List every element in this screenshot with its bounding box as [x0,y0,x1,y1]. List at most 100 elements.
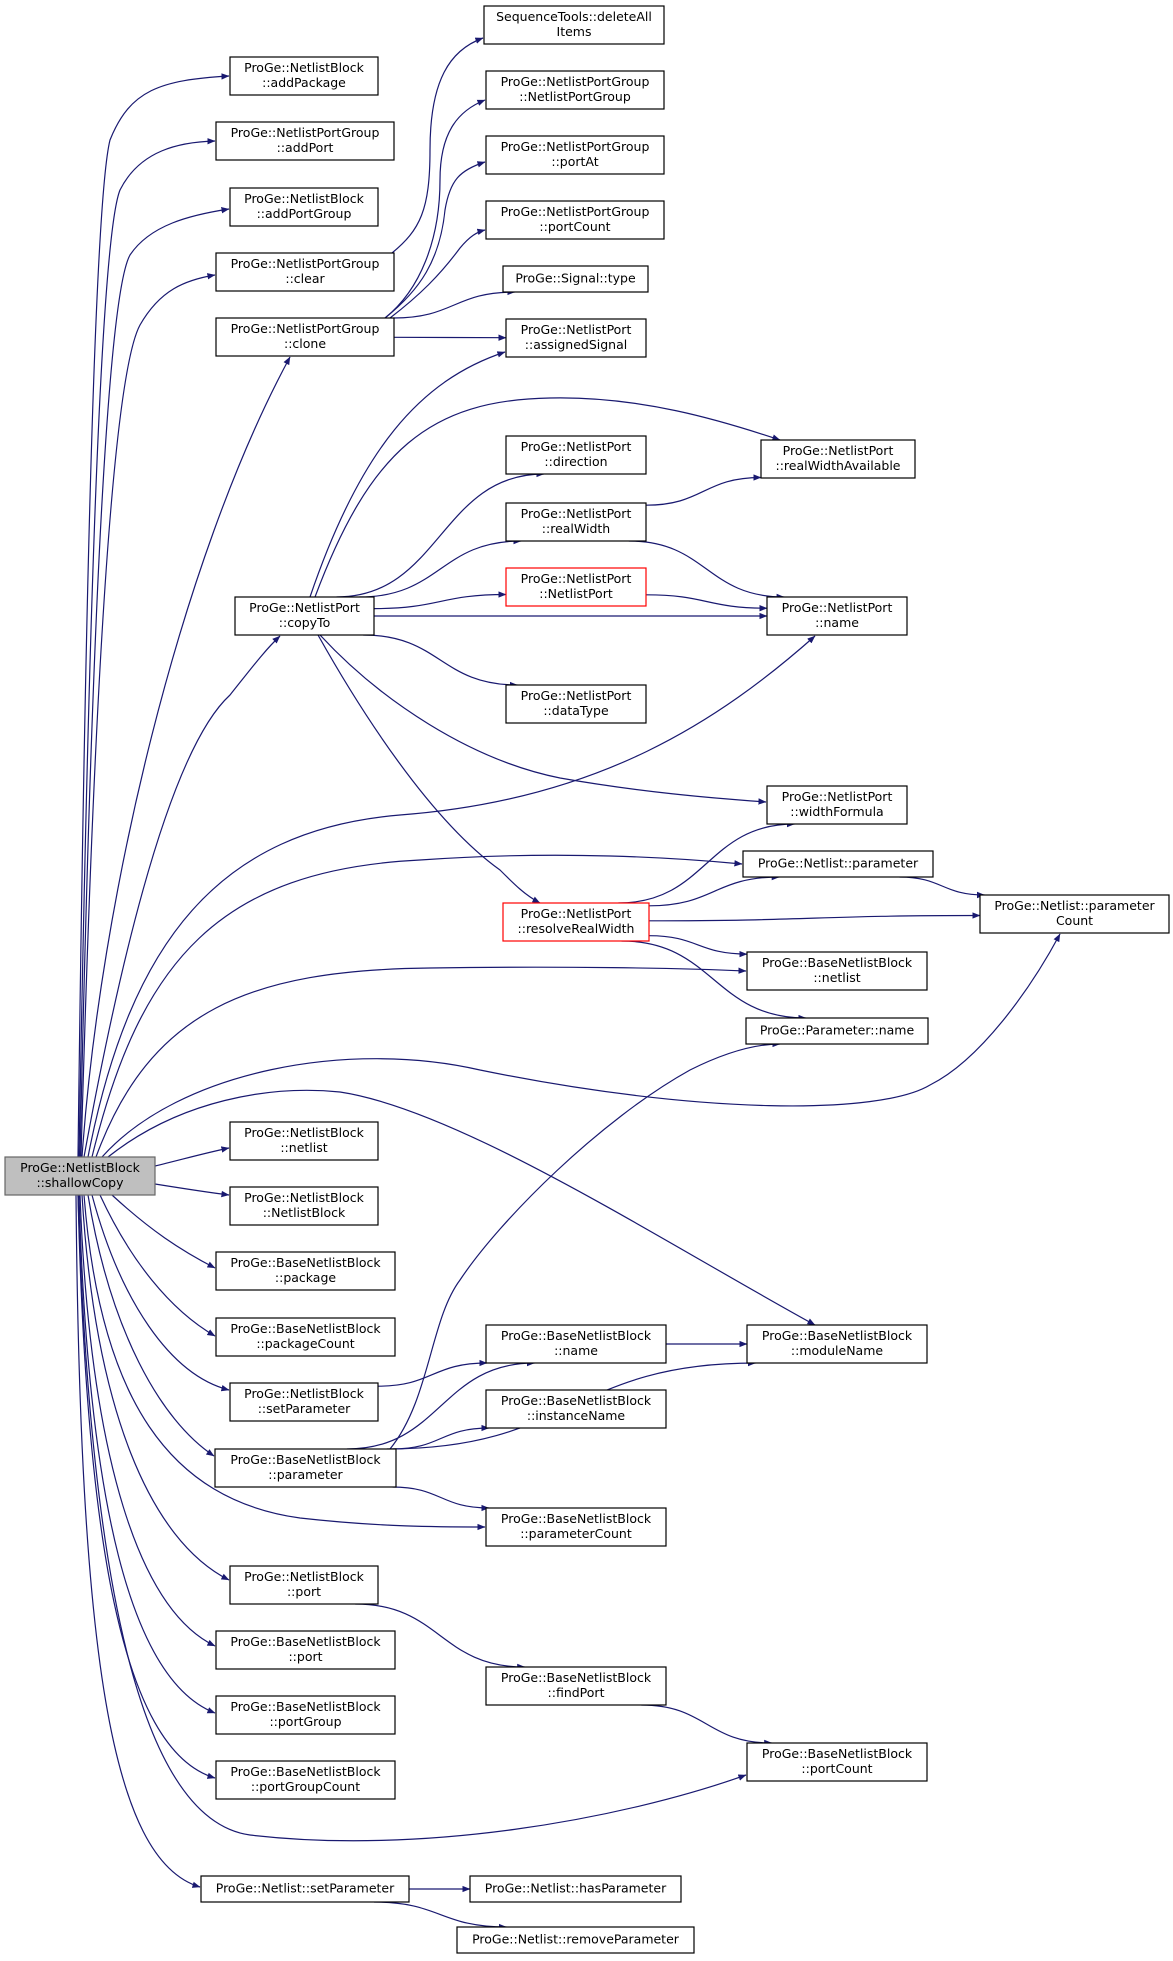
node-npg_clear[interactable]: ProGe::NetlistPortGroup::clear [215,252,395,292]
node-box[interactable] [760,439,916,479]
node-box[interactable] [505,318,647,358]
node-np_ctor[interactable]: ProGe::NetlistPort::NetlistPort [505,567,647,607]
node-box[interactable] [505,502,647,542]
node-nl_removeParameter[interactable]: ProGe::Netlist::removeParameter [456,1926,695,1954]
node-box[interactable] [502,265,649,293]
node-box[interactable] [746,951,928,991]
node-box[interactable] [745,1017,929,1045]
node-box[interactable] [229,187,379,227]
node-box[interactable] [229,56,379,96]
node-npg_portCount[interactable]: ProGe::NetlistPortGroup::portCount [485,200,665,240]
node-nl_hasParameter[interactable]: ProGe::Netlist::hasParameter [469,1875,682,1903]
node-box[interactable] [215,1760,396,1800]
node-label-line: ::dataType [543,703,609,718]
node-box[interactable] [746,1742,928,1782]
node-bnb_findPort[interactable]: ProGe::BaseNetlistBlock::findPort [485,1666,667,1706]
node-box[interactable] [214,1448,397,1488]
node-box[interactable] [229,1382,379,1422]
node-box[interactable] [483,5,665,45]
node-np_name[interactable]: ProGe::NetlistPort::name [766,596,908,636]
node-box[interactable] [215,317,395,357]
node-box[interactable] [485,1389,667,1429]
node-box[interactable] [215,1317,396,1357]
node-box[interactable] [234,596,375,636]
node-box[interactable] [469,1875,682,1903]
node-nl_setParameter[interactable]: ProGe::Netlist::setParameter [200,1875,410,1903]
node-box[interactable] [215,1630,396,1670]
node-label-line: ProGe::BaseNetlistBlock [501,1393,652,1408]
node-bnb_packageCount[interactable]: ProGe::BaseNetlistBlock::packageCount [215,1317,396,1357]
node-label-line: ProGe::BaseNetlistBlock [230,1321,381,1336]
edge-np_copyTo-to-np_resolveRealWidth [317,634,541,904]
node-bnb_portGroupCount[interactable]: ProGe::BaseNetlistBlock::portGroupCount [215,1760,396,1800]
node-bnb_portGroup[interactable]: ProGe::BaseNetlistBlock::portGroup [215,1695,396,1735]
node-np_dataType[interactable]: ProGe::NetlistPort::dataType [505,684,647,724]
node-nb_addPortGroup[interactable]: ProGe::NetlistBlock::addPortGroup [229,187,379,227]
node-bnb_moduleName[interactable]: ProGe::BaseNetlistBlock::moduleName [746,1324,928,1364]
node-box[interactable] [485,1507,667,1547]
node-label-line: ProGe::BaseNetlistBlock [501,1670,652,1685]
node-label-line: ::name [554,1343,598,1358]
node-np_widthFormula[interactable]: ProGe::NetlistPort::widthFormula [766,785,908,825]
node-label-line: ProGe::NetlistPortGroup [501,74,650,89]
node-box[interactable] [742,850,934,878]
node-box[interactable] [485,200,665,240]
node-np_direction[interactable]: ProGe::NetlistPort::direction [505,435,647,475]
node-box[interactable] [215,1695,396,1735]
node-bnb_parameterCount[interactable]: ProGe::BaseNetlistBlock::parameterCount [485,1507,667,1547]
node-nb_setParameter[interactable]: ProGe::NetlistBlock::setParameter [229,1382,379,1422]
node-nl_parameterCount[interactable]: ProGe::Netlist::parameterCount [979,894,1170,934]
node-box[interactable] [766,596,908,636]
node-label-line: ProGe::NetlistPortGroup [501,204,650,219]
node-label-line: ::addPackage [262,75,346,90]
node-label-line: ProGe::BaseNetlistBlock [230,1764,381,1779]
node-box[interactable] [215,1251,396,1291]
node-box[interactable] [505,567,647,607]
node-bnb_name[interactable]: ProGe::BaseNetlistBlock::name [485,1324,667,1364]
node-box[interactable] [229,1565,379,1605]
edge-nl_setParameter-to-nl_removeParameter [373,1901,507,1931]
node-bnb_port[interactable]: ProGe::BaseNetlistBlock::port [215,1630,396,1670]
node-box[interactable] [200,1875,410,1903]
node-np_assignedSignal[interactable]: ProGe::NetlistPort::assignedSignal [505,318,647,358]
node-box[interactable] [505,435,647,475]
node-nb_addPackage[interactable]: ProGe::NetlistBlock::addPackage [229,56,379,96]
node-box[interactable] [229,1186,379,1226]
node-box[interactable] [505,684,647,724]
node-nb_ctor[interactable]: ProGe::NetlistBlock::NetlistBlock [229,1186,379,1226]
node-bnb_parameter[interactable]: ProGe::BaseNetlistBlock::parameter [214,1448,397,1488]
node-box[interactable] [456,1926,695,1954]
node-nl_parameter[interactable]: ProGe::Netlist::parameter [742,850,934,878]
node-nb_port[interactable]: ProGe::NetlistBlock::port [229,1565,379,1605]
node-label-line: SequenceTools::deleteAll [496,9,652,24]
node-box[interactable] [4,1156,156,1196]
node-npg_addPort[interactable]: ProGe::NetlistPortGroup::addPort [215,121,395,161]
node-box[interactable] [215,121,395,161]
node-box[interactable] [502,902,650,942]
node-box[interactable] [485,1324,667,1364]
node-param_name[interactable]: ProGe::Parameter::name [745,1017,929,1045]
node-shallowCopy[interactable]: ProGe::NetlistBlock::shallowCopy [4,1156,156,1196]
node-box[interactable] [485,1666,667,1706]
node-nb_netlist[interactable]: ProGe::NetlistBlock::netlist [229,1121,379,1161]
node-np_copyTo[interactable]: ProGe::NetlistPort::copyTo [234,596,375,636]
node-np_realWidth[interactable]: ProGe::NetlistPort::realWidth [505,502,647,542]
node-box[interactable] [215,252,395,292]
node-npg_clone[interactable]: ProGe::NetlistPortGroup::clone [215,317,395,357]
node-box[interactable] [229,1121,379,1161]
node-bnb_portCount[interactable]: ProGe::BaseNetlistBlock::portCount [746,1742,928,1782]
node-box[interactable] [485,135,665,175]
node-npg_portAt[interactable]: ProGe::NetlistPortGroup::portAt [485,135,665,175]
node-bnb_package[interactable]: ProGe::BaseNetlistBlock::package [215,1251,396,1291]
node-box[interactable] [746,1324,928,1364]
node-bnb_netlist[interactable]: ProGe::BaseNetlistBlock::netlist [746,951,928,991]
node-np_realWidthAvailable[interactable]: ProGe::NetlistPort::realWidthAvailable [760,439,916,479]
node-box[interactable] [485,70,665,110]
node-box[interactable] [979,894,1170,934]
node-npg_ctor[interactable]: ProGe::NetlistPortGroup::NetlistPortGrou… [485,70,665,110]
node-bnb_instanceName[interactable]: ProGe::BaseNetlistBlock::instanceName [485,1389,667,1429]
node-np_resolveRealWidth[interactable]: ProGe::NetlistPort::resolveRealWidth [502,902,650,942]
node-sig_type[interactable]: ProGe::Signal::type [502,265,649,293]
node-box[interactable] [766,785,908,825]
